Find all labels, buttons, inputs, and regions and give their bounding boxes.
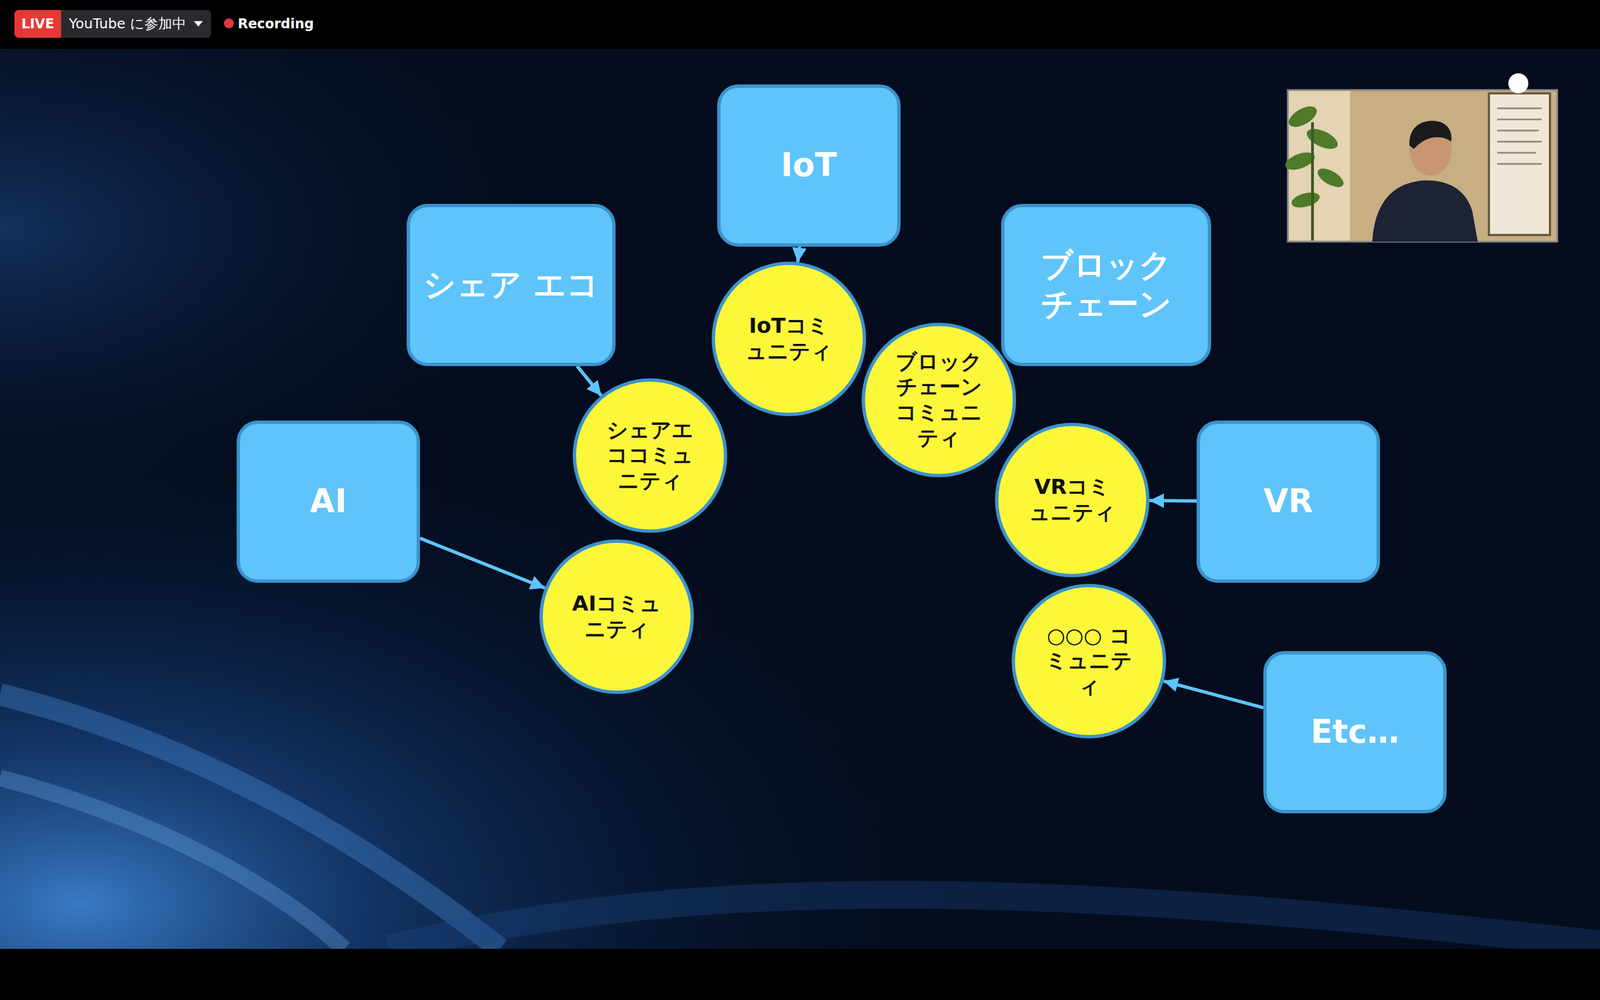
topic-box: VR [1196, 420, 1380, 583]
node-text: IoT [781, 146, 838, 185]
community-circle: AIコミュニティ [538, 538, 695, 695]
community-circle: シェアエココミュニティ [572, 377, 728, 534]
slide-ground [0, 48, 1600, 949]
status-pill [14, 10, 212, 38]
community-circle: ブロックチェーンコミュニティ [861, 322, 1017, 478]
webcam-view [1282, 73, 1558, 242]
person-body [1372, 180, 1478, 242]
recording-label: Recording [237, 10, 314, 38]
wall-poster [1488, 93, 1550, 235]
node-text: VR [1263, 482, 1314, 522]
node-text: IoTコミュニティ [741, 313, 837, 364]
dropdown-caret [193, 21, 203, 27]
arrow-connector [1149, 498, 1197, 503]
topic-box: Etc… [1263, 651, 1447, 814]
topic-box: シェア エコ [406, 203, 616, 367]
slide-glow [0, 48, 1600, 949]
circle-fill [574, 380, 726, 532]
arrow-connector [1163, 681, 1264, 708]
community-circle: VRコミュニティ [994, 422, 1150, 578]
community-circle: ○○○ コミュニティ [1011, 583, 1167, 739]
circle-fill [713, 263, 865, 415]
topic-box: AI [236, 420, 420, 583]
circle-fill [541, 541, 693, 693]
arrow-connector [577, 366, 602, 396]
stream-status: YouTube に参加中 [68, 10, 187, 38]
light-sweep [0, 777, 345, 949]
light-sweep [0, 694, 500, 949]
light-sweep [388, 895, 1600, 949]
node-text: シェアエココミュニティ [602, 417, 698, 494]
node-text: ブロックチェーンコミュニティ [891, 349, 987, 451]
live-badge-text: LIVE [14, 10, 62, 38]
record-dot [223, 18, 234, 29]
live-badge [14, 10, 62, 38]
node-text: ○○○ コミュニティ [1041, 623, 1137, 700]
circle-fill [1013, 585, 1165, 737]
community-circle: IoTコミュニティ [711, 261, 867, 417]
node-text: AIコミュニティ [569, 591, 664, 642]
node-text: Etc… [1310, 712, 1400, 752]
poster-lines [1497, 108, 1542, 164]
webcam-frame [1287, 90, 1558, 242]
slide-glow [0, 48, 1600, 949]
node-text: VRコミュニティ [1025, 474, 1120, 525]
person-hair [1409, 121, 1452, 149]
circle-fill [996, 424, 1148, 576]
circle-fill [863, 324, 1015, 476]
node-text: AI [310, 482, 347, 522]
node-text: ブロック チェーン [1004, 246, 1208, 324]
arrow-connector [797, 246, 800, 263]
top-bar [0, 0, 1600, 49]
bottom-bar [0, 948, 1600, 1000]
node-text: シェア エコ [423, 265, 599, 305]
white-blob [1508, 73, 1529, 94]
plant [1282, 102, 1347, 241]
arrow-connector [420, 538, 545, 589]
topic-box: ブロック チェーン [1001, 203, 1212, 367]
topic-box: IoT [717, 84, 901, 247]
